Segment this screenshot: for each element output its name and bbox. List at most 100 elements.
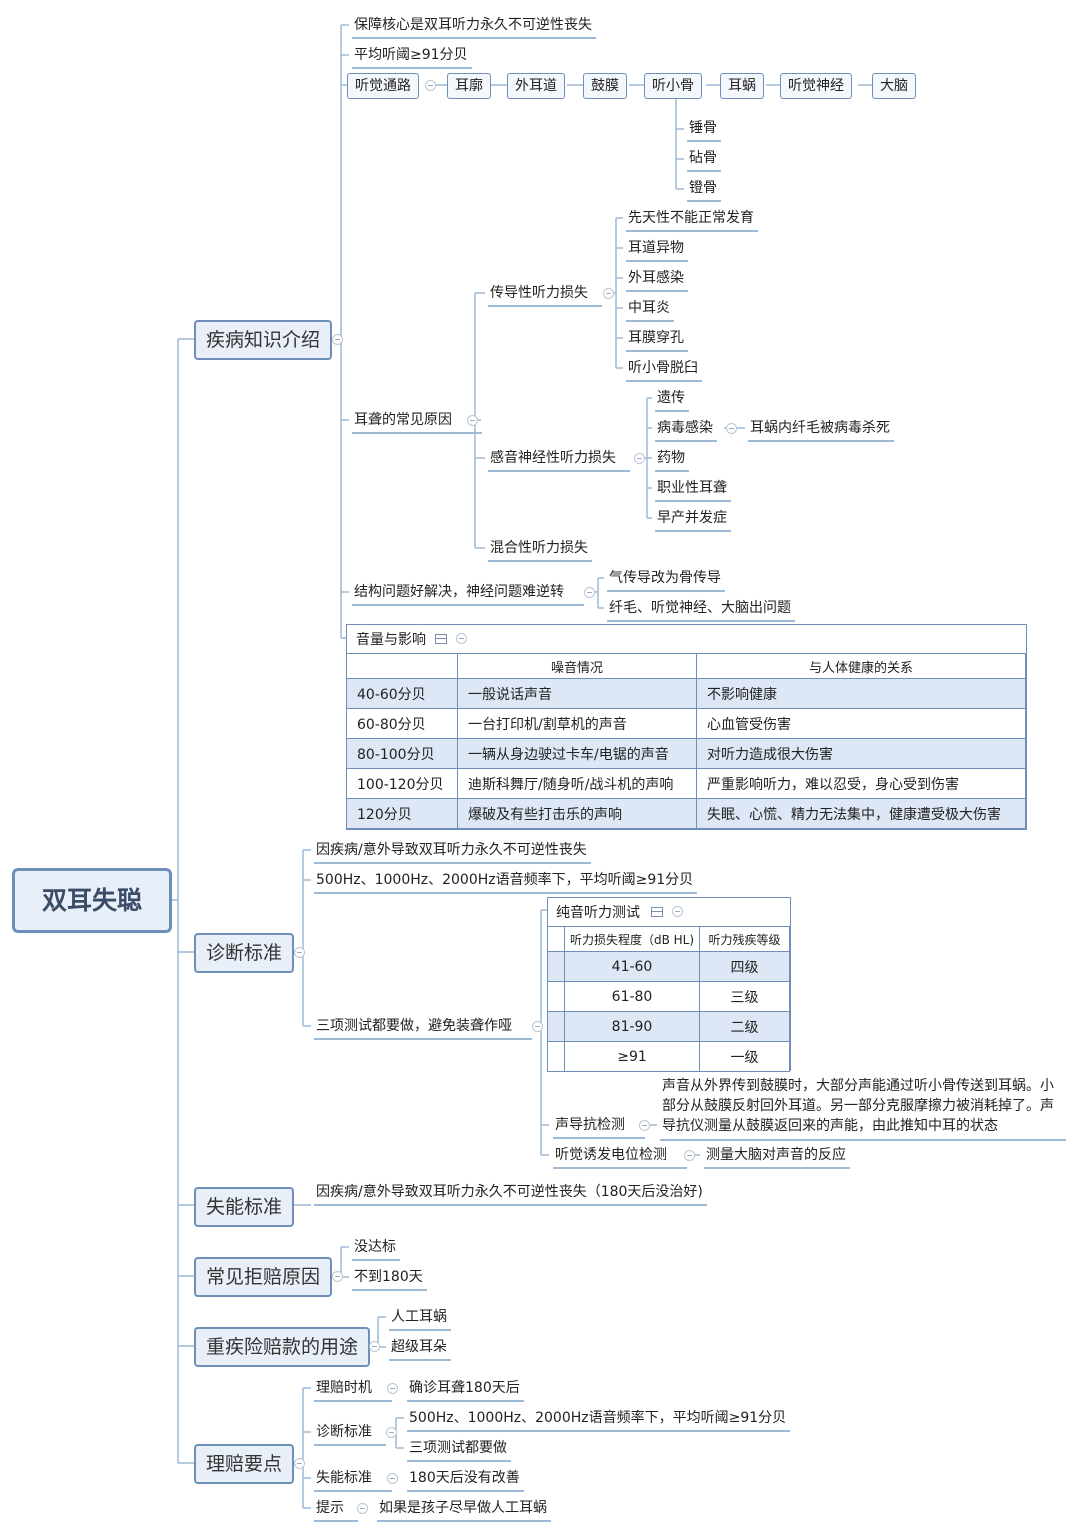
list-item[interactable]: 气传导改为骨传导	[607, 569, 725, 592]
root-node[interactable]: 双耳失聪	[12, 868, 172, 933]
node-evoked-desc[interactable]: 测量大脑对声音的反应	[704, 1146, 850, 1169]
node-core-coverage[interactable]: 保障核心是双耳听力永久不可逆性丧失	[352, 16, 596, 39]
node-ossicle-malleus[interactable]: 锤骨	[687, 119, 721, 142]
volume-table: 噪音情况 与人体健康的关系 40-60分贝 一般说话声音 不影响健康 60-80…	[346, 653, 1026, 829]
table-row: 81-90 二级	[547, 1011, 790, 1042]
collapse-toggle-icon[interactable]	[387, 1473, 398, 1484]
node-evoked-potential-test[interactable]: 听觉诱发电位检测	[553, 1146, 687, 1169]
list-item[interactable]: 遗传	[655, 389, 689, 412]
collapse-toggle-icon[interactable]	[684, 1150, 695, 1161]
collapse-toggle-icon[interactable]	[294, 947, 305, 958]
collapse-toggle-icon[interactable]	[467, 415, 478, 426]
node-deafness-causes[interactable]: 耳聋的常见原因	[352, 411, 482, 434]
node-pathway-cochlea[interactable]: 耳蜗	[720, 73, 764, 99]
list-item[interactable]: 没达标	[352, 1238, 400, 1261]
node-sensorineural-loss[interactable]: 感音神经性听力损失	[488, 449, 630, 472]
list-item[interactable]: 人工耳蜗	[389, 1308, 451, 1331]
collapse-toggle-icon[interactable]	[369, 1341, 380, 1352]
node-claim-tip-value[interactable]: 如果是孩子尽早做人工耳蜗	[377, 1499, 551, 1522]
collapse-toggle-icon[interactable]	[639, 1120, 650, 1131]
collapse-toggle-icon[interactable]	[532, 1021, 543, 1032]
node-threshold[interactable]: 平均听阈≥91分贝	[352, 46, 472, 69]
node-rejection-reasons[interactable]: 常见拒赔原因	[194, 1257, 333, 1297]
collapse-toggle-icon[interactable]	[634, 453, 645, 464]
node-claim-diagnosis[interactable]: 诊断标准	[314, 1423, 386, 1446]
list-item[interactable]: 不到180天	[352, 1268, 427, 1291]
collapse-toggle-icon[interactable]	[386, 1427, 397, 1438]
node-pathway-nerve[interactable]: 听觉神经	[780, 73, 852, 99]
collapse-toggle-icon[interactable]	[456, 633, 467, 644]
list-item[interactable]: 耳膜穿孔	[626, 329, 688, 352]
node-three-tests[interactable]: 三项测试都要做，避免装聋作哑	[314, 1017, 532, 1040]
list-item[interactable]: 职业性耳聋	[655, 479, 731, 502]
node-impedance-desc[interactable]: 声音从外界传到鼓膜时，大部分声能通过听小骨传送到耳蜗。小部分从鼓膜反射回外耳道。…	[660, 1076, 1066, 1141]
node-diagnosis-standard[interactable]: 诊断标准	[194, 933, 295, 973]
list-item[interactable]: 听小骨脱臼	[626, 359, 702, 382]
node-impedance-test[interactable]: 声导抗检测	[553, 1116, 645, 1139]
table-row: ≥91 一级	[547, 1041, 790, 1072]
node-mixed-loss[interactable]: 混合性听力损失	[488, 539, 592, 562]
node-conductive-loss[interactable]: 传导性听力损失	[488, 284, 602, 307]
table-cell: 80-100分贝	[346, 738, 458, 769]
table-row: 120分贝 爆破及有些打击乐的声响 失眠、心慌、精力无法集中，健康遭受极大伤害	[346, 798, 1026, 829]
node-payout-usage[interactable]: 重疾险赔款的用途	[194, 1327, 371, 1367]
node-claim-disability-value[interactable]: 180天后没有改善	[407, 1469, 524, 1492]
node-disability-desc[interactable]: 因疾病/意外导致双耳听力永久不可逆性丧失（180天后没治好)	[314, 1183, 707, 1206]
collapse-toggle-icon[interactable]	[357, 1503, 368, 1514]
node-virus-note[interactable]: 耳蜗内纤毛被病毒杀死	[748, 419, 894, 442]
node-claim-points[interactable]: 理赔要点	[194, 1444, 295, 1484]
table-header-cell: 噪音情况	[457, 653, 697, 679]
table-cell: 迪斯科舞厅/随身听/战斗机的声响	[457, 768, 697, 799]
node-disease-knowledge[interactable]: 疾病知识介绍	[194, 320, 333, 360]
collapse-toggle-icon[interactable]	[672, 906, 683, 917]
table-cell: 不影响健康	[696, 678, 1026, 709]
node-claim-timing-value[interactable]: 确诊耳聋180天后	[407, 1379, 524, 1402]
node-pathway-ear-canal[interactable]: 外耳道	[507, 73, 565, 99]
pure-tone-table: 听力损失程度（dB HL) 听力残疾等级 41-60 四级 61-80 三级 8…	[547, 926, 790, 1072]
collapse-toggle-icon[interactable]	[425, 80, 436, 91]
table-cell: 严重影响听力，难以忍受，身心受到伤害	[696, 768, 1026, 799]
node-pathway-brain[interactable]: 大脑	[872, 73, 916, 99]
table-cell: ≥91	[564, 1041, 700, 1072]
node-pathway-hearing[interactable]: 听觉通路	[347, 73, 419, 99]
collapse-toggle-icon[interactable]	[603, 288, 614, 299]
list-item[interactable]: 病毒感染	[655, 419, 717, 442]
list-item[interactable]: 超级耳朵	[389, 1338, 451, 1361]
collapse-toggle-icon[interactable]	[584, 587, 595, 598]
node-claim-disability[interactable]: 失能标准	[314, 1469, 392, 1492]
table-cell	[547, 951, 565, 982]
pure-tone-table-title[interactable]: 纯音听力测试	[556, 905, 640, 921]
node-claim-tip[interactable]: 提示	[314, 1499, 358, 1522]
list-item[interactable]: 500Hz、1000Hz、2000Hz语音频率下，平均听阈≥91分贝	[407, 1409, 791, 1432]
collapse-toggle-icon[interactable]	[726, 423, 737, 434]
node-disability-standard[interactable]: 失能标准	[194, 1187, 295, 1227]
collapse-toggle-icon[interactable]	[387, 1383, 398, 1394]
collapse-toggle-icon[interactable]	[332, 1271, 343, 1282]
table-cell: 100-120分贝	[346, 768, 458, 799]
node-diag-frequency[interactable]: 500Hz、1000Hz、2000Hz语音频率下，平均听阈≥91分贝	[314, 871, 698, 894]
list-item[interactable]: 中耳炎	[626, 299, 674, 322]
table-icon[interactable]	[651, 907, 663, 917]
node-pathway-eardrum[interactable]: 鼓膜	[583, 73, 627, 99]
node-structure-vs-nerve[interactable]: 结构问题好解决，神经问题难逆转	[352, 583, 584, 606]
list-item[interactable]: 早产并发症	[655, 509, 731, 532]
volume-table-title[interactable]: 音量与影响	[356, 632, 426, 648]
node-ossicle-incus[interactable]: 砧骨	[687, 149, 721, 172]
table-icon[interactable]	[435, 634, 447, 644]
list-item[interactable]: 纤毛、听觉神经、大脑出问题	[607, 599, 795, 622]
list-item[interactable]: 先天性不能正常发育	[626, 209, 758, 232]
node-diag-cause[interactable]: 因疾病/意外导致双耳听力永久不可逆性丧失	[314, 841, 591, 864]
list-item[interactable]: 耳道异物	[626, 239, 688, 262]
list-item[interactable]: 外耳感染	[626, 269, 688, 292]
node-ossicle-stapes[interactable]: 镫骨	[687, 179, 721, 202]
table-row: 40-60分贝 一般说话声音 不影响健康	[346, 678, 1026, 709]
collapse-toggle-icon[interactable]	[332, 334, 343, 345]
table-header-cell	[346, 653, 458, 679]
node-claim-timing[interactable]: 理赔时机	[314, 1379, 392, 1402]
list-item[interactable]: 三项测试都要做	[407, 1439, 511, 1462]
list-item[interactable]: 药物	[655, 449, 689, 472]
collapse-toggle-icon[interactable]	[294, 1458, 305, 1469]
table-row: 100-120分贝 迪斯科舞厅/随身听/战斗机的声响 严重影响听力，难以忍受，身…	[346, 768, 1026, 799]
node-pathway-ossicles[interactable]: 听小骨	[644, 73, 702, 99]
node-pathway-auricle[interactable]: 耳廓	[447, 73, 491, 99]
